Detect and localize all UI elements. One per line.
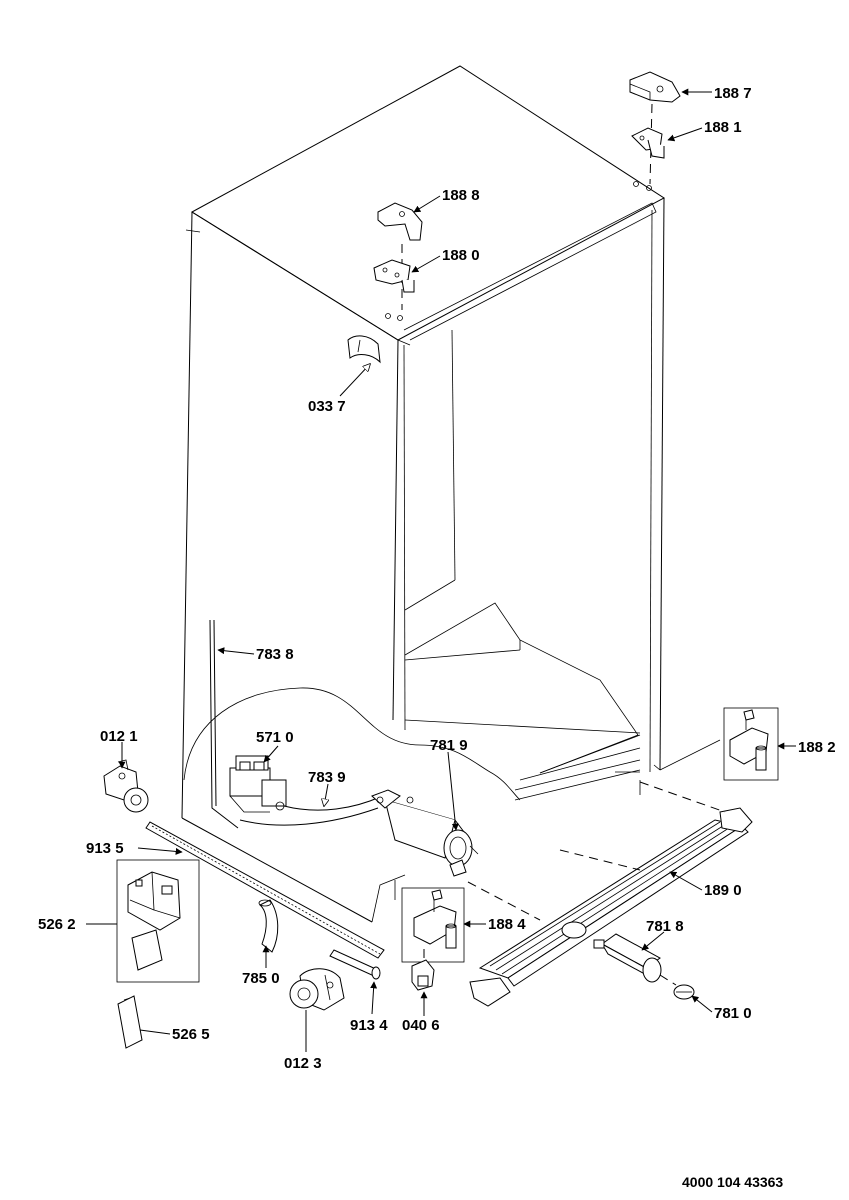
- refrigerator-cabinet: [181, 65, 721, 923]
- label-188-0: 188 0: [442, 247, 480, 264]
- label-033-7: 033 7: [308, 398, 346, 415]
- document-number: 4000 104 43363: [682, 1174, 783, 1190]
- label-189-0: 189 0: [704, 882, 742, 899]
- label-781-0: 781 0: [714, 1005, 752, 1022]
- label-012-1: 012 1: [100, 728, 138, 745]
- part-913-5-leveling-rod: [145, 821, 385, 959]
- part-188-4-bracket: [401, 887, 465, 963]
- label-188-4: 188 4: [488, 916, 526, 933]
- part-783-9-wire-harness: [239, 796, 381, 826]
- label-913-5: 913 5: [86, 840, 124, 857]
- label-188-7: 188 7: [714, 85, 752, 102]
- part-781-8-filter-cartridge: [593, 933, 662, 983]
- part-571-0-water-valve: [229, 755, 287, 813]
- part-188-2-bracket: [723, 707, 779, 781]
- label-783-8: 783 8: [256, 646, 294, 663]
- leader-lines: [86, 88, 796, 1052]
- part-781-9-filter-housing: [371, 789, 479, 877]
- label-188-8: 188 8: [442, 187, 480, 204]
- part-number-labels: 188 7 188 1 188 8 188 0 033 7 783 8 012 …: [38, 85, 836, 1072]
- part-188-1-top-hinge: [631, 127, 665, 159]
- label-913-4: 913 4: [350, 1017, 388, 1034]
- label-012-3: 012 3: [284, 1055, 322, 1072]
- part-040-6-clip: [411, 944, 435, 991]
- assembly-lines: [467, 781, 726, 986]
- part-526-2-control-box: [116, 859, 200, 983]
- label-040-6: 040 6: [402, 1017, 440, 1034]
- label-781-8: 781 8: [646, 918, 684, 935]
- part-188-0-hinge: [373, 259, 415, 293]
- part-526-5-cover: [117, 995, 143, 1049]
- part-188-7-hinge-cover: [629, 71, 681, 185]
- label-526-5: 526 5: [172, 1026, 210, 1043]
- label-783-9: 783 9: [308, 769, 346, 786]
- part-913-4-screw: [329, 949, 381, 980]
- label-781-9: 781 9: [430, 737, 468, 754]
- label-188-2: 188 2: [798, 739, 836, 756]
- part-783-8-drain-tube: [209, 619, 239, 829]
- part-188-8-hinge-cover: [377, 202, 423, 310]
- label-571-0: 571 0: [256, 729, 294, 746]
- label-526-2: 526 2: [38, 916, 76, 933]
- part-012-1-caster: [103, 759, 149, 813]
- part-781-0-filter-cap: [673, 984, 695, 1000]
- part-012-3-roller: [289, 968, 345, 1011]
- label-785-0: 785 0: [242, 970, 280, 987]
- part-033-7-handle: [347, 335, 381, 364]
- part-785-0-hose: [258, 899, 279, 953]
- label-188-1: 188 1: [704, 119, 742, 136]
- part-189-0-grille: [469, 807, 753, 1007]
